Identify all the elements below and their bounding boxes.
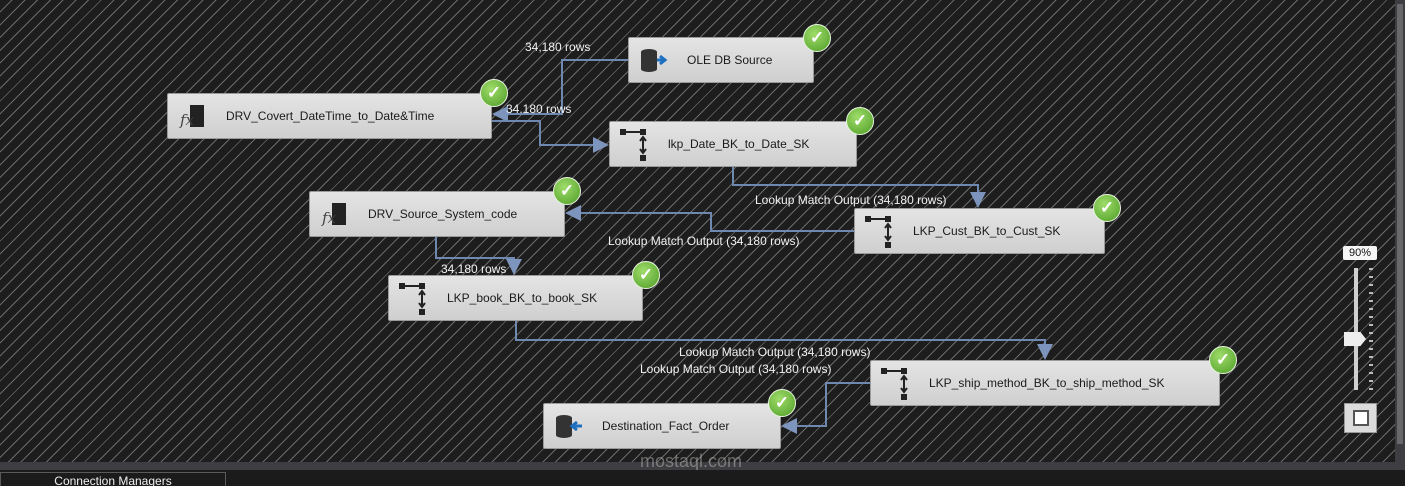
- vertical-scrollbar[interactable]: [1395, 0, 1405, 462]
- watermark: mostaql.com: [640, 451, 743, 471]
- path-ole-to-drv-covert[interactable]: [492, 59, 628, 122]
- drv-covert-node[interactable]: fx DRV_Covert_DateTime_to_Date&Time: [167, 93, 492, 139]
- success-check-icon: ✓: [803, 24, 831, 52]
- node-label: DRV_Source_System_code: [368, 207, 518, 221]
- path-label: Lookup Match Output (34,180 rows): [608, 234, 800, 248]
- success-check-icon: ✓: [480, 79, 508, 107]
- success-check-icon: ✓: [1093, 194, 1121, 222]
- node-label: DRV_Covert_DateTime_to_Date&Time: [226, 109, 435, 123]
- lkp-book-node[interactable]: LKP_book_BK_to_book_SK: [388, 275, 643, 321]
- success-check-icon: ✓: [632, 261, 660, 289]
- svg-text:fx: fx: [321, 209, 337, 227]
- zoom-slider-thumb[interactable]: [1344, 332, 1366, 346]
- fit-to-view-button[interactable]: [1344, 403, 1377, 433]
- path-lkp-cust-to-drv-source[interactable]: [565, 205, 854, 232]
- ole-db-source-node[interactable]: OLE DB Source: [628, 37, 814, 83]
- path-drv-covert-to-lkp-date[interactable]: [492, 120, 609, 153]
- node-label: lkp_Date_BK_to_Date_SK: [668, 137, 810, 151]
- node-label: Destination_Fact_Order: [602, 419, 730, 433]
- zoom-control[interactable]: 90%: [1343, 246, 1379, 436]
- success-check-icon: ✓: [553, 177, 581, 205]
- svg-text:fx: fx: [179, 111, 195, 129]
- fit-view-icon: [1352, 410, 1369, 426]
- database-source-icon: [637, 43, 671, 77]
- path-label: Lookup Match Output (34,180 rows): [640, 362, 832, 376]
- lookup-icon: [879, 366, 913, 400]
- path-lkp-ship-to-destination[interactable]: [781, 382, 870, 434]
- zoom-slider-track[interactable]: [1354, 268, 1358, 390]
- node-label: OLE DB Source: [687, 53, 773, 67]
- node-label: LKP_book_BK_to_book_SK: [447, 291, 598, 305]
- lookup-icon: [863, 214, 897, 248]
- zoom-percent: 90%: [1343, 246, 1377, 260]
- destination-node[interactable]: Destination_Fact_Order: [543, 403, 781, 449]
- path-lkp-date-to-lkp-cust[interactable]: [732, 167, 986, 208]
- node-label: LKP_Cust_BK_to_Cust_SK: [913, 224, 1061, 238]
- tab-connection-managers[interactable]: Connection Managers: [0, 472, 226, 486]
- database-destination-icon: [552, 409, 586, 443]
- bottom-panel: Connection Managers: [0, 470, 1405, 486]
- lookup-icon: [397, 281, 431, 315]
- derived-column-fx-icon: fx: [318, 197, 352, 231]
- zoom-ticks: [1369, 268, 1373, 390]
- success-check-icon: ✓: [768, 389, 796, 417]
- path-drv-source-to-lkp-book[interactable]: [435, 237, 522, 275]
- lookup-icon: [618, 127, 652, 161]
- path-lkp-book-to-lkp-ship[interactable]: [515, 321, 1053, 360]
- scrollbar-thumb[interactable]: [1397, 4, 1403, 444]
- lkp-cust-node[interactable]: LKP_Cust_BK_to_Cust_SK: [854, 208, 1105, 254]
- derived-column-fx-icon: fx: [176, 99, 210, 133]
- lkp-date-node[interactable]: lkp_Date_BK_to_Date_SK: [609, 121, 857, 167]
- path-label: Lookup Match Output (34,180 rows): [755, 193, 947, 207]
- node-label: LKP_ship_method_BK_to_ship_method_SK: [929, 376, 1165, 390]
- data-paths: [435, 59, 1053, 434]
- path-label: 34,180 rows: [441, 262, 507, 276]
- drv-source-node[interactable]: fx DRV_Source_System_code: [309, 191, 565, 237]
- path-label: Lookup Match Output (34,180 rows): [679, 345, 871, 359]
- path-label: 34.180 rows: [506, 102, 572, 116]
- path-label: 34,180 rows: [525, 40, 591, 54]
- lkp-ship-node[interactable]: LKP_ship_method_BK_to_ship_method_SK: [870, 360, 1220, 406]
- horizontal-bar: [0, 462, 1405, 470]
- success-check-icon: ✓: [1209, 346, 1237, 374]
- success-check-icon: ✓: [846, 107, 874, 135]
